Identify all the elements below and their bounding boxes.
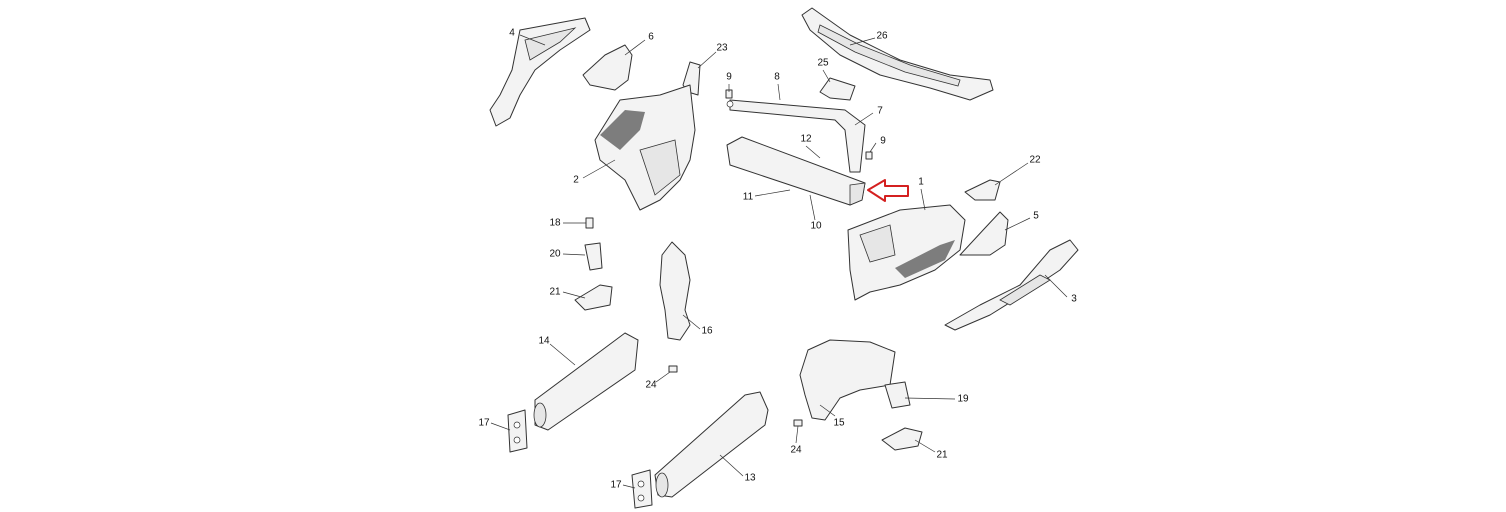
callout-label-4: 4	[509, 28, 515, 39]
callout-label-21: 21	[936, 450, 948, 461]
part-19	[884, 381, 911, 409]
callout-label-17: 17	[478, 418, 490, 429]
highlight-arrow	[867, 179, 909, 202]
callout-label-14: 14	[538, 336, 550, 347]
part-21-left	[574, 284, 613, 311]
callout-label-15: 15	[833, 418, 845, 429]
callout-label-11: 11	[743, 192, 754, 203]
callout-label-10: 10	[810, 221, 822, 232]
leader-lines	[490, 34, 1068, 489]
callout-label-19: 19	[957, 394, 969, 405]
callout-label-26: 26	[876, 31, 888, 42]
part-1	[847, 204, 966, 301]
callout-label-5: 5	[1033, 211, 1039, 222]
callout-label-17: 17	[610, 480, 622, 491]
callout-label-7: 7	[877, 106, 883, 117]
callout-label-22: 22	[1029, 155, 1041, 166]
part-16	[659, 241, 691, 341]
part-25	[819, 77, 856, 101]
callout-label-6: 6	[648, 32, 654, 43]
callout-label-21: 21	[549, 287, 561, 298]
callout-label-23: 23	[716, 43, 728, 54]
callout-label-2: 2	[573, 175, 579, 186]
part-15	[799, 339, 896, 421]
callout-label-9: 9	[880, 136, 886, 147]
part-21-right	[881, 427, 923, 451]
part-24-b	[793, 419, 803, 427]
part-17-left	[507, 409, 528, 453]
part-2	[594, 84, 696, 211]
part-22	[964, 179, 1001, 201]
callout-label-16: 16	[701, 326, 713, 337]
callout-label-9: 9	[726, 72, 732, 83]
callout-label-12: 12	[800, 134, 812, 145]
part-20	[584, 242, 603, 271]
part-18	[585, 217, 594, 229]
part-26	[801, 7, 994, 101]
part-5	[959, 211, 1009, 256]
part-14	[533, 332, 639, 431]
callout-label-1: 1	[918, 177, 924, 188]
part-24-a	[668, 365, 678, 373]
callout-label-18: 18	[549, 218, 561, 229]
part-13	[654, 391, 769, 498]
part-6	[582, 44, 633, 91]
callout-label-24: 24	[790, 445, 802, 456]
part-10	[726, 136, 866, 206]
callout-label-20: 20	[549, 249, 561, 260]
part-17-bottom	[631, 469, 653, 509]
part-8	[726, 99, 866, 173]
callout-label-13: 13	[744, 473, 756, 484]
part-9-fastener-b	[865, 151, 873, 160]
callout-label-3: 3	[1071, 294, 1077, 305]
callout-label-24: 24	[645, 380, 657, 391]
callout-label-8: 8	[774, 72, 780, 83]
callout-label-25: 25	[817, 58, 829, 69]
part-4	[489, 17, 591, 127]
